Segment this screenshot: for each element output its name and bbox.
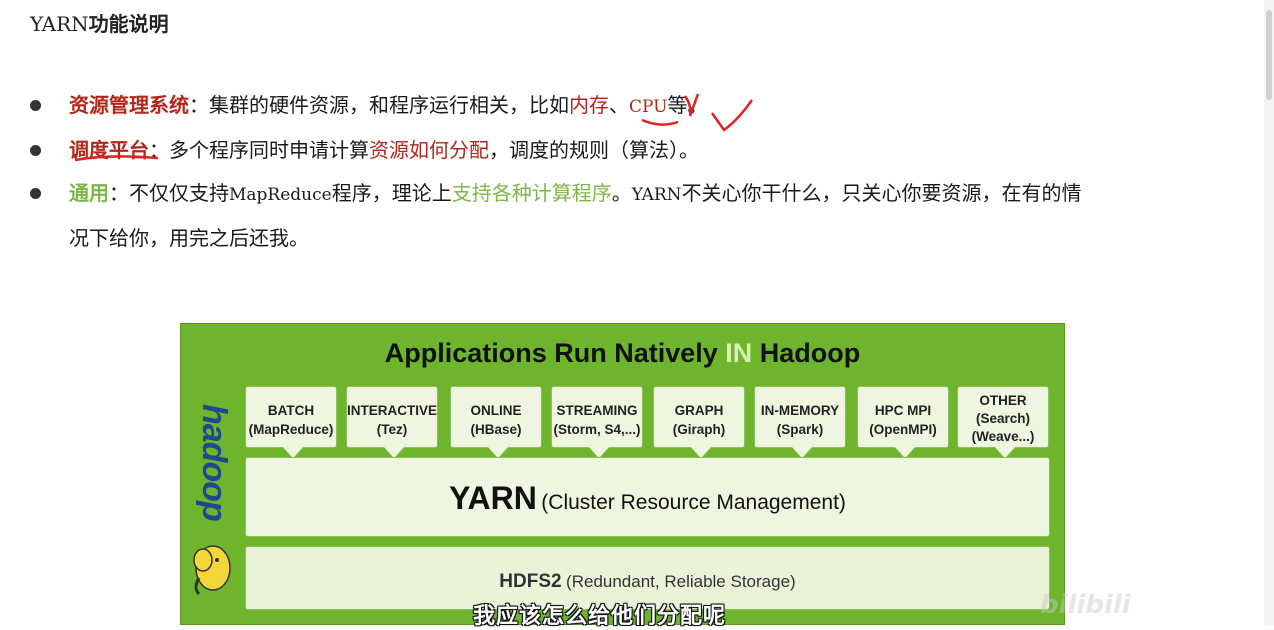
app-batch: BATCH (MapReduce)	[245, 386, 337, 459]
watermark: bilibili	[1040, 590, 1131, 620]
app-sub2: (Weave...)	[971, 429, 1035, 444]
scrollbar[interactable]	[1264, 0, 1274, 626]
diagram-title-a: Applications Run Natively	[384, 338, 726, 368]
app-sub: (Tez)	[376, 422, 408, 437]
bullet-text: ：集群的硬件资源，和程序运行相关，比如	[189, 93, 569, 117]
bullet-keyword: 调度平台	[69, 138, 149, 162]
app-other: OTHER (Search) (Weave...)	[957, 386, 1049, 459]
bullet-text-end: ，调度的规则（算法）。	[489, 138, 699, 162]
app-name: GRAPH	[674, 403, 724, 418]
app-interactive: INTERACTIVE (Tez)	[346, 386, 438, 459]
bullet-keyword: 通用	[69, 181, 109, 205]
bullet-yarn: YARN	[631, 185, 682, 205]
bullet-item: 调度平台：多个程序同时申请计算资源如何分配，调度的规则（算法）。	[30, 129, 1230, 172]
bullet-highlight: 内存	[569, 93, 609, 117]
hdfs-layer: HDFS2 (Redundant, Reliable Storage)	[245, 546, 1050, 610]
yarn-layer: YARN (Cluster Resource Management)	[245, 457, 1050, 537]
app-online: ONLINE (HBase)	[450, 386, 542, 459]
app-name: HPC MPI	[874, 403, 932, 418]
bullet-item: 资源管理系统：集群的硬件资源，和程序运行相关，比如内存、CPU等。	[30, 84, 1230, 129]
bullet-cpu: CPU	[629, 97, 668, 117]
bullet-highlight: 资源如何分配	[369, 138, 489, 162]
app-name: BATCH	[267, 403, 315, 418]
app-streaming: STREAMING (Storm, S4,...)	[551, 386, 643, 459]
app-sub: (MapReduce)	[248, 422, 334, 437]
page-title: YARN功能说明	[30, 8, 169, 37]
app-sub: (Spark)	[776, 422, 824, 437]
app-name: INTERACTIVE	[347, 403, 438, 418]
bullet-dot-icon	[30, 188, 41, 199]
app-graph: GRAPH (Giraph)	[653, 386, 745, 459]
hdfs-label: HDFS2	[499, 571, 562, 592]
bullet-sep: 、	[609, 93, 629, 117]
app-sub: (OpenMPI)	[869, 422, 937, 437]
bullet-text: 不关心你干什么，只关心你要资源，在有的情	[681, 181, 1082, 205]
title-text: 功能说明	[88, 12, 169, 36]
bullet-text-cont: 况下给你，用完之后还我。	[69, 226, 309, 250]
diagram-title-b: Hadoop	[752, 338, 861, 368]
hdfs-sublabel: (Redundant, Reliable Storage)	[566, 572, 796, 591]
title-prefix: YARN	[30, 12, 89, 36]
app-sub: (Search)	[975, 411, 1031, 426]
app-hpc-mpi: HPC MPI (OpenMPI)	[857, 386, 949, 459]
hadoop-logo: hadoop	[195, 404, 235, 554]
hadoop-logo-text: hadoop	[195, 404, 233, 521]
diagram-title: Applications Run Natively IN Hadoop	[181, 338, 1064, 369]
app-name: OTHER	[979, 393, 1027, 408]
video-subtitle: 我应该怎么给他们分配呢	[473, 604, 727, 629]
bullet-list: 资源管理系统：集群的硬件资源，和程序运行相关，比如内存、CPU等。 调度平台：多…	[30, 84, 1230, 260]
hadoop-diagram: Applications Run Natively IN Hadoop hado…	[180, 323, 1065, 625]
scrollbar-thumb[interactable]	[1266, 10, 1272, 100]
app-name: ONLINE	[470, 403, 522, 418]
bullet-dot-icon	[30, 100, 41, 111]
yarn-label: YARN	[449, 480, 537, 516]
yarn-sublabel: (Cluster Resource Management)	[541, 491, 846, 514]
bullet-highlight: 支持各种计算程序	[451, 181, 612, 205]
app-name: STREAMING	[556, 403, 638, 418]
bullet-keyword: 资源管理系统	[69, 93, 189, 117]
diagram-title-in: IN	[725, 338, 753, 368]
app-name: IN-MEMORY	[760, 403, 840, 418]
app-sub: (Storm, S4,...)	[553, 422, 641, 437]
bullet-text: ：多个程序同时申请计算	[149, 138, 369, 162]
bullet-dot-icon	[30, 145, 41, 156]
bullet-text: 。	[611, 181, 632, 205]
bullet-mapreduce: MapReduce	[229, 185, 332, 205]
bullet-text: 程序，理论上	[331, 181, 452, 205]
bullet-item: 通用：不仅仅支持MapReduce程序，理论上支持各种计算程序。YARN不关心你…	[30, 172, 1230, 260]
app-sub: (Giraph)	[672, 422, 726, 437]
app-in-memory: IN-MEMORY (Spark)	[754, 386, 846, 459]
app-sub: (HBase)	[470, 422, 522, 437]
bullet-text-end: 等。	[667, 93, 708, 117]
elephant-icon	[193, 545, 231, 596]
bullet-text: ：不仅仅支持	[109, 181, 229, 205]
